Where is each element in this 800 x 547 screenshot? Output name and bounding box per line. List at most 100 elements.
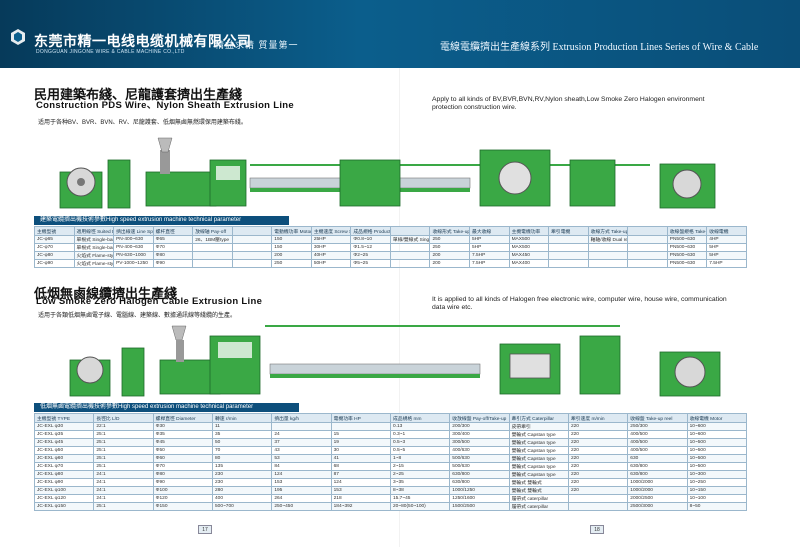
table-cell: Φ80 — [152, 251, 194, 260]
section2-table-header-cell: 長徑比 L/D — [93, 413, 154, 423]
section2-table-header-cell: 收線盤 Take-up reel — [627, 413, 688, 423]
table-cell: JC-EXL φ90 — [33, 478, 95, 487]
section1-table-header-cell: 放線轴 Pay-off — [192, 226, 233, 236]
table-cell: Φ150 — [152, 502, 213, 511]
table-cell: 264 — [271, 494, 332, 503]
page-number-left: 17 — [198, 525, 212, 534]
table-cell: 53 — [271, 454, 332, 463]
table-cell: 400/500 — [627, 438, 688, 447]
table-cell: JC-φ80 — [34, 251, 75, 260]
company-name-cn: 东莞市精一电线电缆机械有限公司 — [34, 33, 252, 49]
table-cell: 41 — [330, 454, 391, 463]
table-cell: 220 — [567, 446, 629, 455]
table-cell: Φ70 — [152, 243, 194, 252]
table-cell: 單根式 Single-bare — [73, 243, 115, 252]
table-cell: 5HP — [706, 243, 747, 252]
table-cell — [587, 259, 629, 268]
table-cell: 87 — [330, 470, 391, 479]
series-title: 電線電纜擠出生產線系列 Extrusion Production Lines S… — [440, 42, 759, 53]
table-cell: 200 — [429, 259, 471, 268]
table-cell: 20~80(50~100) — [389, 502, 451, 511]
section1-table-header-cell — [389, 226, 431, 236]
table-cell: Φ65 — [152, 235, 194, 244]
table-cell: 300/400 — [449, 430, 510, 439]
table-cell — [627, 235, 668, 244]
table-cell: PN500~630 — [666, 235, 708, 244]
payoff-stand-icon — [59, 167, 103, 209]
table-cell: 400/500 — [627, 446, 688, 455]
table-cell: 7.5HP — [469, 259, 510, 268]
table-cell: MAX400 — [508, 259, 550, 268]
section1-table-header-cell — [231, 226, 273, 236]
takeup-type-cell: 單線/雙線式 Single/Double-line — [389, 235, 431, 244]
company-logo-icon — [11, 29, 25, 45]
table-cell: 35 — [211, 430, 273, 439]
section2-table-header-cell: 收放線盤 Pay-off/Take-up — [449, 413, 510, 423]
page-number-right: 18 — [590, 525, 604, 534]
section1-table-header-cell: 牽引電機 — [548, 226, 589, 236]
table-cell: 7.5HP — [469, 251, 510, 260]
table-cell: 40HP — [310, 251, 352, 260]
table-cell: PN-400~630 — [113, 235, 154, 244]
table-cell: JC-φ90 — [34, 259, 75, 268]
table-cell: JC-EXL φ30 — [33, 422, 95, 431]
table-cell: JC-EXL φ120 — [33, 494, 95, 503]
table-cell: 25:1 — [93, 430, 154, 439]
table-cell: 4HP — [706, 235, 747, 244]
table-cell — [330, 422, 391, 431]
section1-table-header-cell: 適用線徑 Suited Diameter — [73, 226, 115, 236]
table-cell: PV-1000~1250 — [113, 259, 154, 268]
section2-note-line-1: It is applied to all kinds of Halogen fr… — [432, 296, 727, 303]
section2-table-header-cell: 螺桿直徑 Diameter — [152, 413, 213, 423]
table-cell: 80 — [211, 454, 273, 463]
table-cell: MAX500 — [508, 243, 550, 252]
table-cell — [389, 259, 431, 268]
table-cell: 37 — [271, 438, 332, 447]
table-cell — [548, 259, 589, 268]
table-cell: JC-EXL φ50 — [33, 446, 95, 455]
table-cell — [587, 243, 629, 252]
table-cell: JC-EXL φ100 — [33, 486, 95, 495]
table-cell: 10~250 — [686, 478, 748, 487]
table-cell: 150 — [271, 243, 312, 252]
section2-table-header-cell: 牽引方式 Caterpillar — [508, 413, 569, 423]
table-cell: 1000/2000 — [627, 486, 688, 495]
takeup-stand-icon — [659, 163, 716, 209]
section1-title-cn: 民用建築布綫、尼龍護套擠出生產綫 — [34, 87, 243, 102]
table-cell — [389, 251, 431, 260]
table-cell: 70 — [211, 446, 273, 455]
table-cell: 雙輪式 雙輪式 — [508, 486, 569, 495]
table-cell: 1500/2500 — [449, 502, 510, 511]
table-cell: 7.5HP — [706, 259, 747, 268]
table-cell: 19 — [330, 438, 391, 447]
table-cell: 雙輪式 雙輪式 — [508, 478, 569, 487]
table-cell: 履帶式 caterpillar — [508, 502, 569, 511]
table-cell: 15.7~45 — [389, 494, 451, 503]
table-cell: 25:1 — [93, 462, 154, 471]
table-cell: 30 — [330, 446, 391, 455]
table-cell: 153 — [330, 486, 391, 495]
table-cell: 220 — [567, 454, 629, 463]
table-cell: 200 — [271, 251, 312, 260]
section2-table-header-cell: 電機功率 HP — [330, 413, 391, 423]
table-cell: 300/500 — [449, 438, 510, 447]
table-cell — [548, 243, 589, 252]
cooling-trough-icon — [269, 363, 481, 375]
table-cell: 630/800 — [627, 470, 688, 479]
table-cell: JC-EXL φ35 — [33, 430, 95, 439]
table-cell: 25:1 — [93, 502, 154, 511]
table-cell: 500/630 — [449, 454, 510, 463]
table-cell: JC-EXL φ150 — [33, 502, 95, 511]
table-cell — [231, 251, 273, 260]
lszh-cable-extrusion-line-illustration — [69, 325, 721, 397]
table-cell: 25:1 — [93, 438, 154, 447]
table-cell: 10~300 — [686, 470, 748, 479]
